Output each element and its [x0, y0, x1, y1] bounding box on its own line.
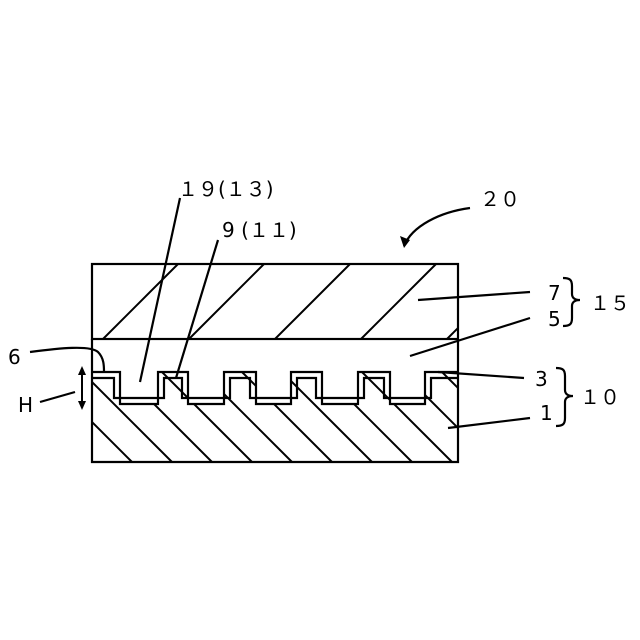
label-15: １５: [590, 291, 630, 315]
label-3: 3: [535, 367, 548, 391]
layer-1-outline: [92, 372, 458, 462]
hatch-line-bottom: [202, 372, 292, 462]
leader-9: [176, 240, 218, 378]
leader-19: [140, 198, 180, 382]
hatch-line-bottom: [362, 372, 452, 462]
layer-3-outer: [92, 372, 458, 404]
leader-H: [40, 392, 75, 402]
hatch-line-top: [17, 264, 92, 339]
label-7: 7: [548, 281, 561, 305]
hatch-line-bottom: [162, 372, 252, 462]
leader-7: [418, 292, 530, 300]
layer-7-outline: [92, 264, 458, 339]
label-20: ２０: [480, 187, 520, 211]
label-1: 1: [540, 401, 553, 425]
brace-10-icon: [556, 368, 573, 426]
label-9-11: 9 (１１): [222, 218, 297, 242]
hatch-line-bottom: [402, 372, 492, 462]
label-H: H: [18, 393, 33, 417]
hatch-line-bottom: [2, 372, 92, 462]
hatch-line-top: [103, 264, 178, 339]
hatch-line-top: [275, 264, 350, 339]
leader-5: [410, 318, 530, 356]
brace-15-icon: [563, 278, 580, 326]
leader-1: [448, 418, 530, 428]
label-6: 6: [8, 345, 21, 369]
hatch-line-bottom: [42, 372, 132, 462]
hatch-line-bottom: [442, 372, 532, 462]
layer-1-hatched: [2, 372, 612, 462]
label-19-13: １９(１３): [178, 177, 274, 201]
assembly-arrow-20: [404, 208, 470, 246]
hatch-line-top: [361, 264, 436, 339]
label-10: １０: [580, 385, 620, 409]
hatch-line-bottom: [322, 372, 412, 462]
hatch-line-bottom: [482, 372, 572, 462]
label-5: 5: [548, 307, 561, 331]
double-headed-arrow-icon: [78, 366, 86, 410]
hatch-line-bottom: [122, 372, 212, 462]
layer-3-inner: [92, 378, 458, 398]
